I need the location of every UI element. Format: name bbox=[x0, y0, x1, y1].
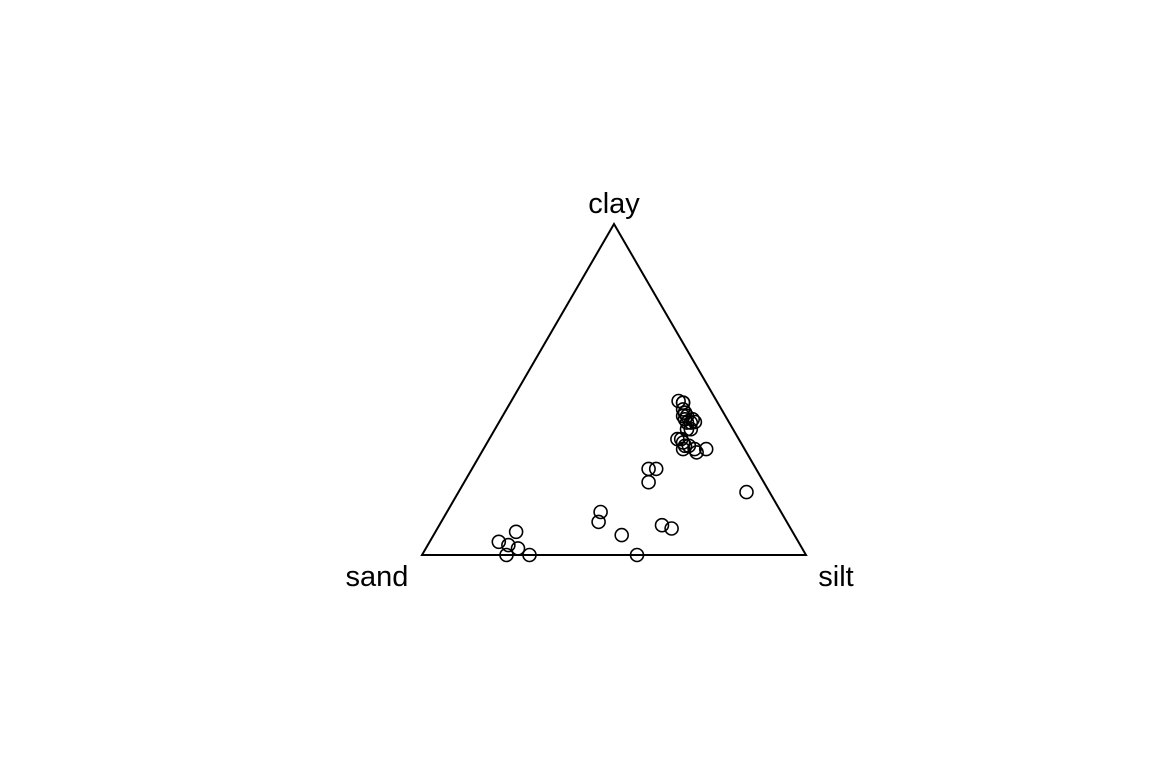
data-point-29 bbox=[593, 504, 608, 520]
data-point-39 bbox=[654, 517, 670, 533]
data-point-33 bbox=[491, 534, 507, 550]
data-point-26 bbox=[648, 461, 664, 477]
data-point-23 bbox=[689, 445, 704, 460]
data-point-24 bbox=[698, 441, 714, 457]
data-point-30 bbox=[591, 514, 606, 530]
data-point-34 bbox=[501, 537, 516, 553]
data-point-35 bbox=[510, 541, 526, 556]
data-point-22 bbox=[687, 441, 702, 457]
data-point-27 bbox=[641, 474, 656, 490]
data-point-28 bbox=[739, 484, 754, 500]
vertex-label-clay: clay bbox=[588, 188, 640, 220]
data-point-31 bbox=[614, 527, 630, 543]
data-point-25 bbox=[641, 461, 656, 477]
data-point-14 bbox=[683, 421, 699, 437]
vertex-label-silt: silt bbox=[818, 561, 853, 593]
data-point-21 bbox=[675, 441, 691, 457]
data-points bbox=[491, 393, 754, 563]
data-point-37 bbox=[499, 547, 514, 563]
data-point-13 bbox=[687, 414, 703, 430]
data-point-32 bbox=[508, 524, 524, 540]
ternary-triangle-frame bbox=[420, 222, 808, 556]
vertex-label-sand: sand bbox=[346, 561, 409, 593]
data-point-20 bbox=[677, 438, 693, 454]
data-point-40 bbox=[664, 521, 679, 536]
data-point-36 bbox=[522, 547, 537, 563]
data-point-38 bbox=[629, 547, 645, 563]
